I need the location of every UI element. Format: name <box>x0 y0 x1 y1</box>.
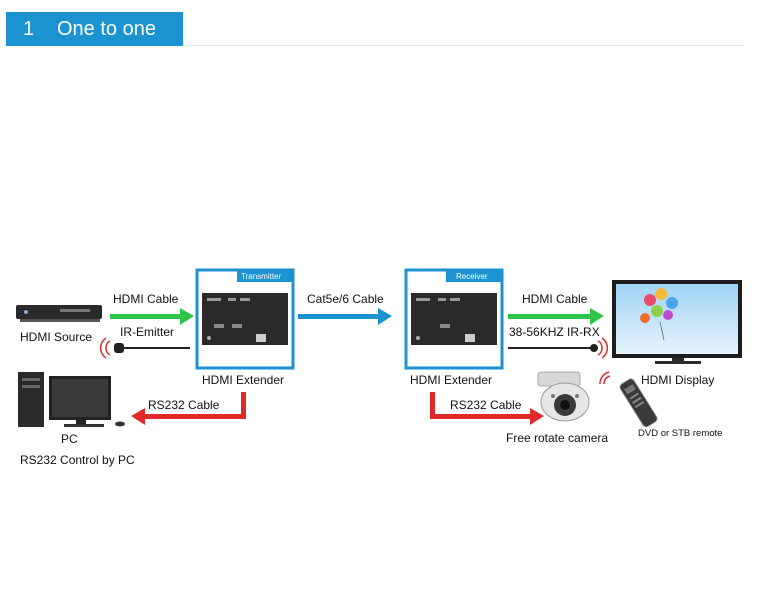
section-header: 1 One to one <box>6 12 183 46</box>
transmitter-label: Transmitter <box>241 272 281 281</box>
hdmi-cable-arrow-right <box>508 308 604 325</box>
pc-icon <box>18 372 125 427</box>
transmitter-box <box>195 268 295 370</box>
remote-label: DVD or STB remote <box>638 428 722 439</box>
receiver-label: Receiver <box>456 272 488 281</box>
hdmi-cable-left-label: HDMI Cable <box>113 292 179 306</box>
section-title: One to one <box>57 17 156 40</box>
tv-display-icon <box>612 280 742 364</box>
section-number: 1 <box>23 17 35 40</box>
ir-receiver-icon <box>508 337 609 359</box>
ir-rx-label: 38-56KHZ IR-RX <box>509 325 600 339</box>
hdmi-cable-arrow-left <box>110 308 194 325</box>
camera-icon <box>537 371 590 422</box>
rs232-control-label: RS232 Control by PC <box>20 453 135 467</box>
cat-cable-label: Cat5e/6 Cable <box>307 292 384 306</box>
receiver-box <box>404 268 504 370</box>
ir-emitter-label: IR-Emitter <box>120 325 174 339</box>
remote-icon <box>599 371 658 428</box>
ir-emitter-icon <box>99 337 190 359</box>
hdmi-extender-right-label: HDMI Extender <box>410 373 492 387</box>
hdmi-extender-left-label: HDMI Extender <box>202 373 284 387</box>
hdmi-display-label: HDMI Display <box>641 373 714 387</box>
rs232-cable-right-label: RS232 Cable <box>450 398 522 412</box>
hdmi-source-label: HDMI Source <box>20 330 92 344</box>
hdmi-cable-right-label: HDMI Cable <box>522 292 588 306</box>
rs232-cable-left-label: RS232 Cable <box>148 398 220 412</box>
header-divider <box>183 45 743 46</box>
camera-label: Free rotate camera <box>506 431 608 445</box>
pc-label: PC <box>61 432 78 446</box>
cat-cable-arrow <box>298 308 392 325</box>
rs232-cable-arrow-right <box>430 392 544 425</box>
rs232-cable-arrow-left <box>131 392 246 425</box>
dvd-player-icon <box>16 305 102 322</box>
